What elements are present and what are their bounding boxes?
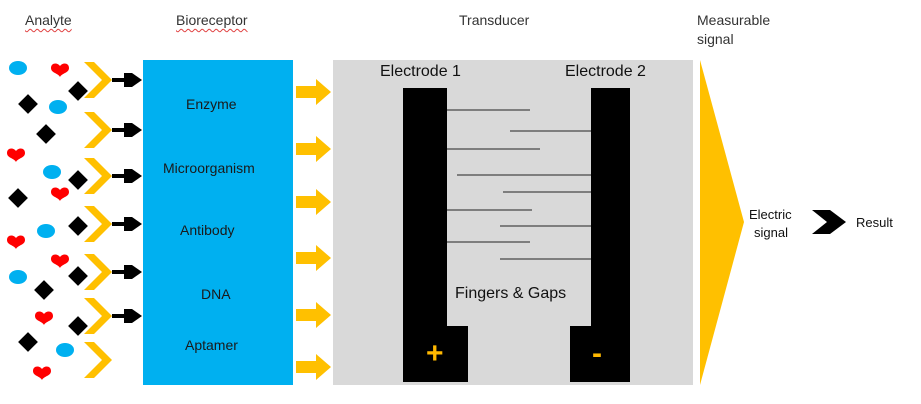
analyte-diamonds <box>8 81 88 352</box>
diamond-icon <box>68 170 88 190</box>
ellipse-icon <box>49 100 67 114</box>
plus-terminal-label: + <box>426 337 444 370</box>
diamond-icon <box>68 266 88 286</box>
heart-icon <box>35 311 53 325</box>
diamond-icon <box>68 216 88 236</box>
yellow-arrow-icon <box>296 189 331 215</box>
electrode-fingers <box>447 109 591 260</box>
yellow-arrow-icon <box>296 79 331 105</box>
yellow-arrow-icon <box>296 136 331 162</box>
heart-icon <box>51 187 69 201</box>
electrode-2-label: Electrode 2 <box>565 63 646 80</box>
diamond-icon <box>8 188 28 208</box>
ellipse-icon <box>9 270 27 284</box>
header-measurable-signal-line2: signal <box>697 31 734 47</box>
heart-icon <box>7 235 25 249</box>
bioreceptor-item-aptamer: Aptamer <box>185 337 238 353</box>
heart-icon <box>33 366 51 380</box>
electric-signal-line2: signal <box>754 225 788 240</box>
header-analyte: Analyte <box>25 12 72 28</box>
receptor-chevron-icon <box>84 298 142 334</box>
result-label: Result <box>856 215 893 230</box>
result-chevron-icon <box>812 210 846 234</box>
electrode-1-label: Electrode 1 <box>380 63 461 80</box>
receptor-chevron-icon <box>84 342 112 378</box>
bioreceptor-box <box>143 60 293 385</box>
heart-icon <box>51 63 69 77</box>
receptor-chevron-icon <box>84 254 142 290</box>
bioreceptor-to-transducer-arrows <box>296 79 331 380</box>
ellipse-icon <box>56 343 74 357</box>
heart-icon <box>51 254 69 268</box>
bioreceptor-item-enzyme: Enzyme <box>186 96 237 112</box>
bioreceptor-item-antibody: Antibody <box>180 222 235 238</box>
bioreceptor-item-dna: DNA <box>201 286 231 302</box>
transducer-box <box>333 60 693 385</box>
minus-terminal-label: - <box>592 337 602 370</box>
header-bioreceptor: Bioreceptor <box>176 12 248 28</box>
header-transducer: Transducer <box>459 12 530 28</box>
diamond-icon <box>34 280 54 300</box>
bioreceptor-item-microorganism: Microorganism <box>163 160 255 176</box>
fingers-gaps-label: Fingers & Gaps <box>455 285 567 302</box>
bioreceptor-chevrons <box>84 62 142 378</box>
electric-signal-line1: Electric <box>749 207 792 222</box>
electrode-1-body <box>403 88 468 382</box>
heart-icon <box>7 148 25 162</box>
receptor-chevron-icon <box>84 112 142 148</box>
ellipse-icon <box>43 165 61 179</box>
diamond-icon <box>18 94 38 114</box>
ellipse-icon <box>9 61 27 75</box>
yellow-arrow-icon <box>296 302 331 328</box>
yellow-arrow-icon <box>296 245 331 271</box>
yellow-arrow-icon <box>296 354 331 380</box>
diamond-icon <box>36 124 56 144</box>
electrode-2-body <box>570 88 630 382</box>
receptor-chevron-icon <box>84 206 142 242</box>
measurable-signal-triangle <box>700 60 744 385</box>
diamond-icon <box>18 332 38 352</box>
ellipse-icon <box>37 224 55 238</box>
receptor-chevron-icon <box>84 158 142 194</box>
diamond-icon <box>68 81 88 101</box>
header-measurable-signal-line1: Measurable <box>697 12 771 28</box>
receptor-chevron-icon <box>84 62 142 98</box>
analyte-ellipses <box>9 61 74 357</box>
diamond-icon <box>68 316 88 336</box>
